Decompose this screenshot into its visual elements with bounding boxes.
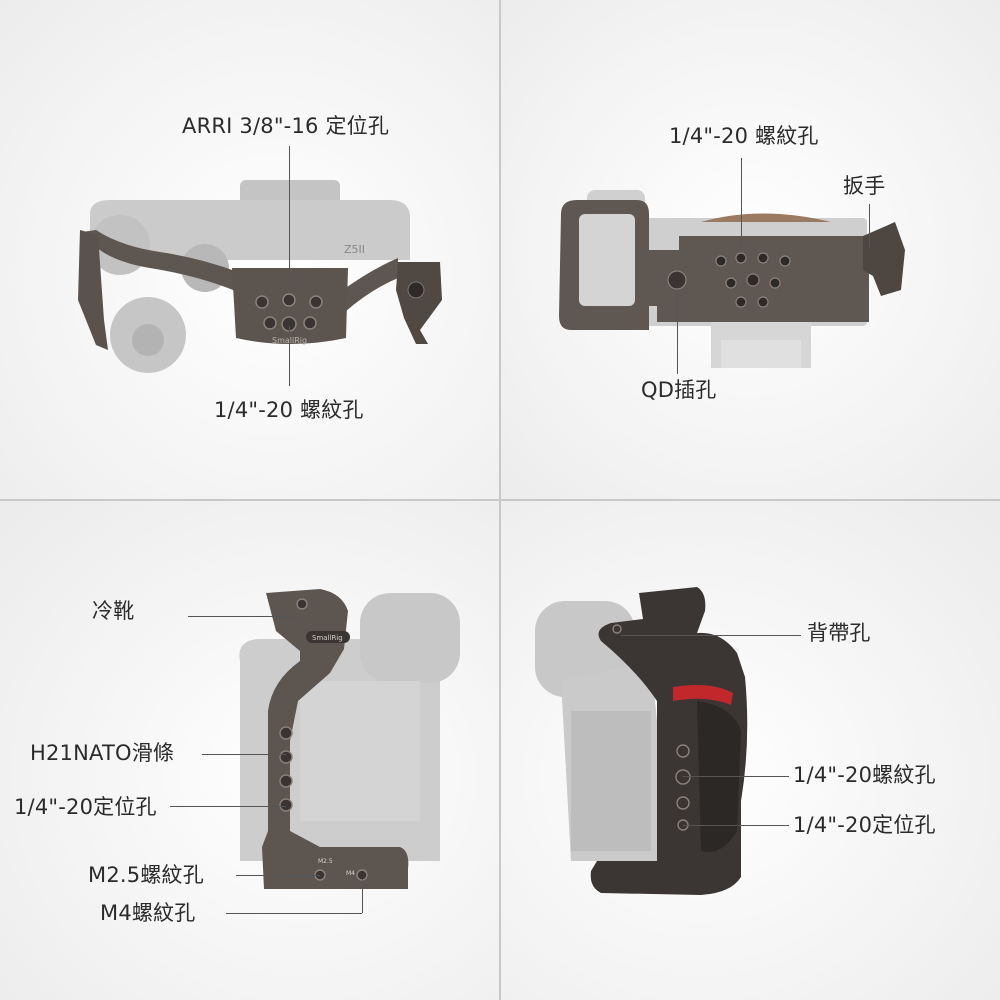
wrench-leader-line: [869, 204, 870, 248]
cage-left-side-illustration: SmallRig M2.5 M4: [239, 589, 460, 889]
brand-text-handle: SmallRig: [312, 634, 343, 642]
panel-top-cage-view: Z5II SmallRig ARRI 3/8"-16 定位孔 1/4"-20 螺…: [0, 0, 499, 499]
panel-left-handle-view: SmallRig M2.5 M4 冷靴 H21NATO滑條 1/4"-20定位孔…: [0, 501, 499, 1000]
cold-shoe-label: 冷靴: [92, 599, 135, 623]
m25-marking: M2.5: [318, 858, 333, 865]
thread-leader-line-grip: [683, 776, 789, 777]
wrench-label: 扳手: [843, 174, 886, 198]
qd-socket-label: QD插孔: [641, 378, 717, 402]
arri-leader-line: [289, 146, 290, 290]
m25-thread-label: M2.5螺紋孔: [88, 863, 204, 887]
m4-marking: M4: [346, 870, 355, 877]
panel-right-grip-view: 背帶孔 1/4"-20螺紋孔 1/4"-20定位孔: [501, 501, 1000, 1000]
nato-rail-label: H21NATO滑條: [30, 741, 175, 765]
arri-locating-hole-label: ARRI 3/8"-16 定位孔: [182, 114, 390, 138]
thread-hole-label-side: 1/4"-20 螺紋孔: [669, 124, 819, 148]
qd-leader-line: [677, 290, 678, 374]
locating-leader-line-left: [170, 806, 286, 807]
thread-leader-line-side: [741, 158, 742, 250]
nato-leader-line: [202, 754, 286, 755]
locating-hole-label-left: 1/4"-20定位孔: [14, 795, 157, 819]
strap-leader-line: [621, 635, 801, 636]
strap-hole-label: 背帶孔: [807, 621, 871, 645]
camera-bottom-side-illustration: [559, 190, 905, 368]
thread-leader-line: [289, 326, 290, 386]
thread-hole-label-top: 1/4"-20 螺紋孔: [214, 398, 364, 422]
m4-thread-label: M4螺紋孔: [100, 901, 196, 925]
horizontal-divider: [0, 499, 1000, 501]
cold-shoe-leader-line: [188, 616, 298, 617]
locating-hole-label-grip: 1/4"-20定位孔: [793, 813, 936, 837]
camera-badge-text: Z5II: [344, 243, 365, 256]
m4-leader-line-h: [226, 913, 362, 914]
m4-leader-line-v: [362, 879, 363, 913]
cage-right-grip-illustration: [535, 587, 748, 895]
m25-leader-line: [236, 875, 320, 876]
thread-hole-label-grip: 1/4"-20螺紋孔: [793, 763, 936, 787]
panel-side-cage-view: 1/4"-20 螺紋孔 扳手 QD插孔: [501, 0, 1000, 499]
camera-top-view-illustration: Z5II SmallRig: [78, 180, 442, 373]
locating-leader-line-grip: [683, 825, 789, 826]
